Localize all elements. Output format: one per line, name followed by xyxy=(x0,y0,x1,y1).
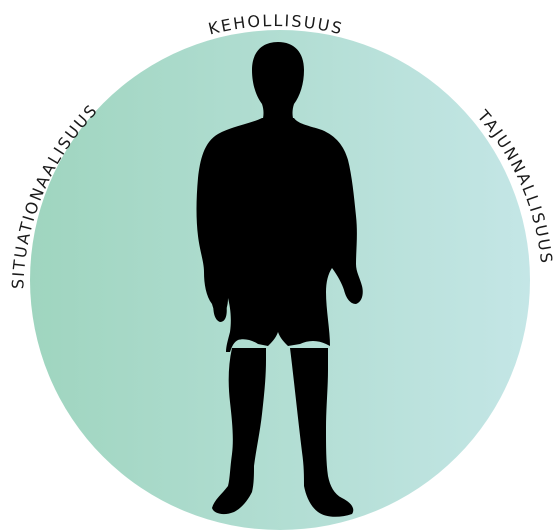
body-consciousness-situationality-diagram: KEHOLLISUUS SITUATIONAALISUUS TAJUNNALLI… xyxy=(0,0,555,531)
diagram-stage: KEHOLLISUUS SITUATIONAALISUUS TAJUNNALLI… xyxy=(0,0,555,531)
